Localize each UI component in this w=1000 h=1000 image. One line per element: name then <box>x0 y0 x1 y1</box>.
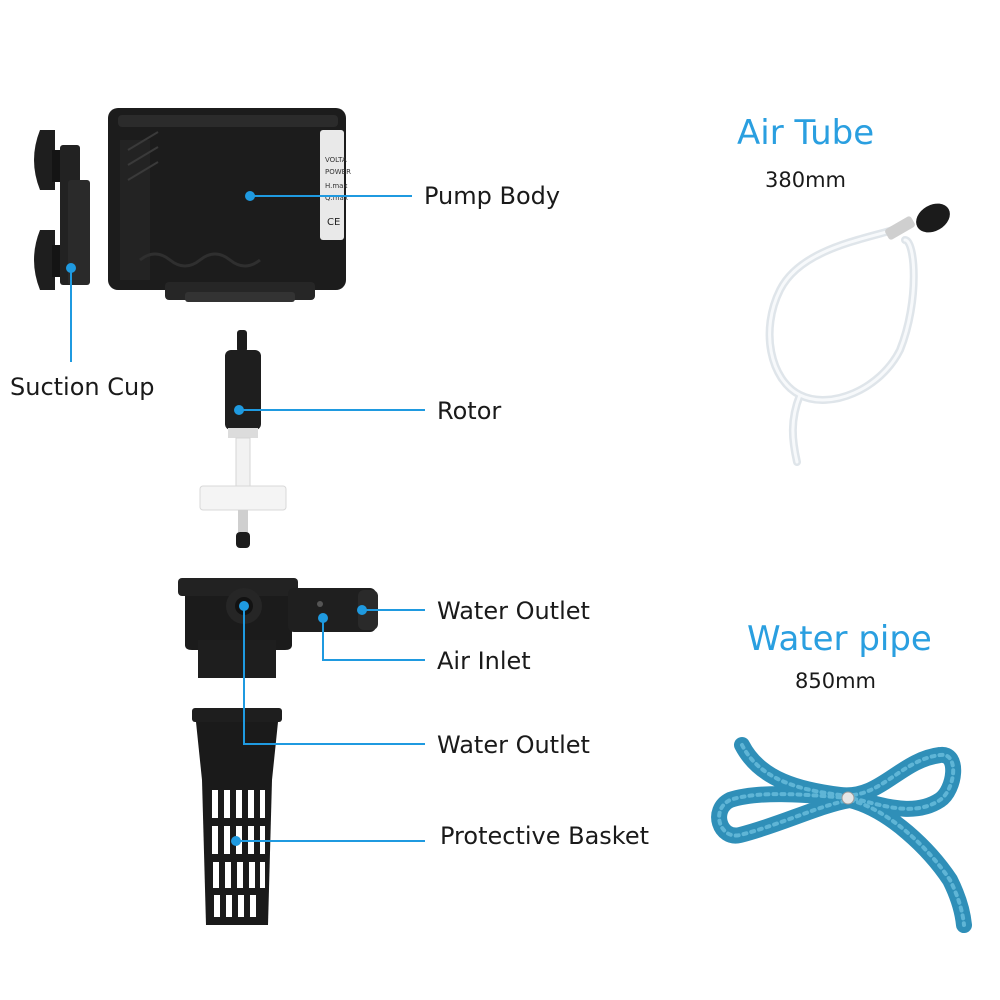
callout-dots <box>66 191 367 846</box>
protective-basket-label: Protective Basket <box>440 822 650 850</box>
outlet-housing-part <box>178 578 378 678</box>
basket-part <box>192 708 282 925</box>
pump-label-line-4: Q.max <box>325 194 348 202</box>
water-outlet-top-label: Water Outlet <box>437 597 590 625</box>
suction-cup-part <box>34 130 90 290</box>
water-pipe-image <box>711 737 972 933</box>
rotor-label: Rotor <box>437 397 502 425</box>
pump-body-label: Pump Body <box>424 182 561 210</box>
suction-cup-label: Suction Cup <box>10 373 155 401</box>
air-tube-image <box>765 203 950 466</box>
pump-label-line-5: CE <box>327 217 340 228</box>
water-pipe-title: Water pipe <box>747 619 932 659</box>
air-inlet-label: Air Inlet <box>437 647 531 675</box>
pump-label-line-1: VOLTA <box>325 156 347 164</box>
rotor-part <box>199 330 287 548</box>
pump-label-line-3: H.max <box>325 182 348 190</box>
water-pipe-length: 850mm <box>795 669 876 693</box>
pump-label-line-2: POWER <box>325 168 351 176</box>
water-outlet-bottom-label: Water Outlet <box>437 731 590 759</box>
air-tube-title: Air Tube <box>737 113 875 153</box>
air-tube-length: 380mm <box>765 168 846 192</box>
callout-lines <box>70 195 425 842</box>
pump-body-part <box>108 108 346 302</box>
